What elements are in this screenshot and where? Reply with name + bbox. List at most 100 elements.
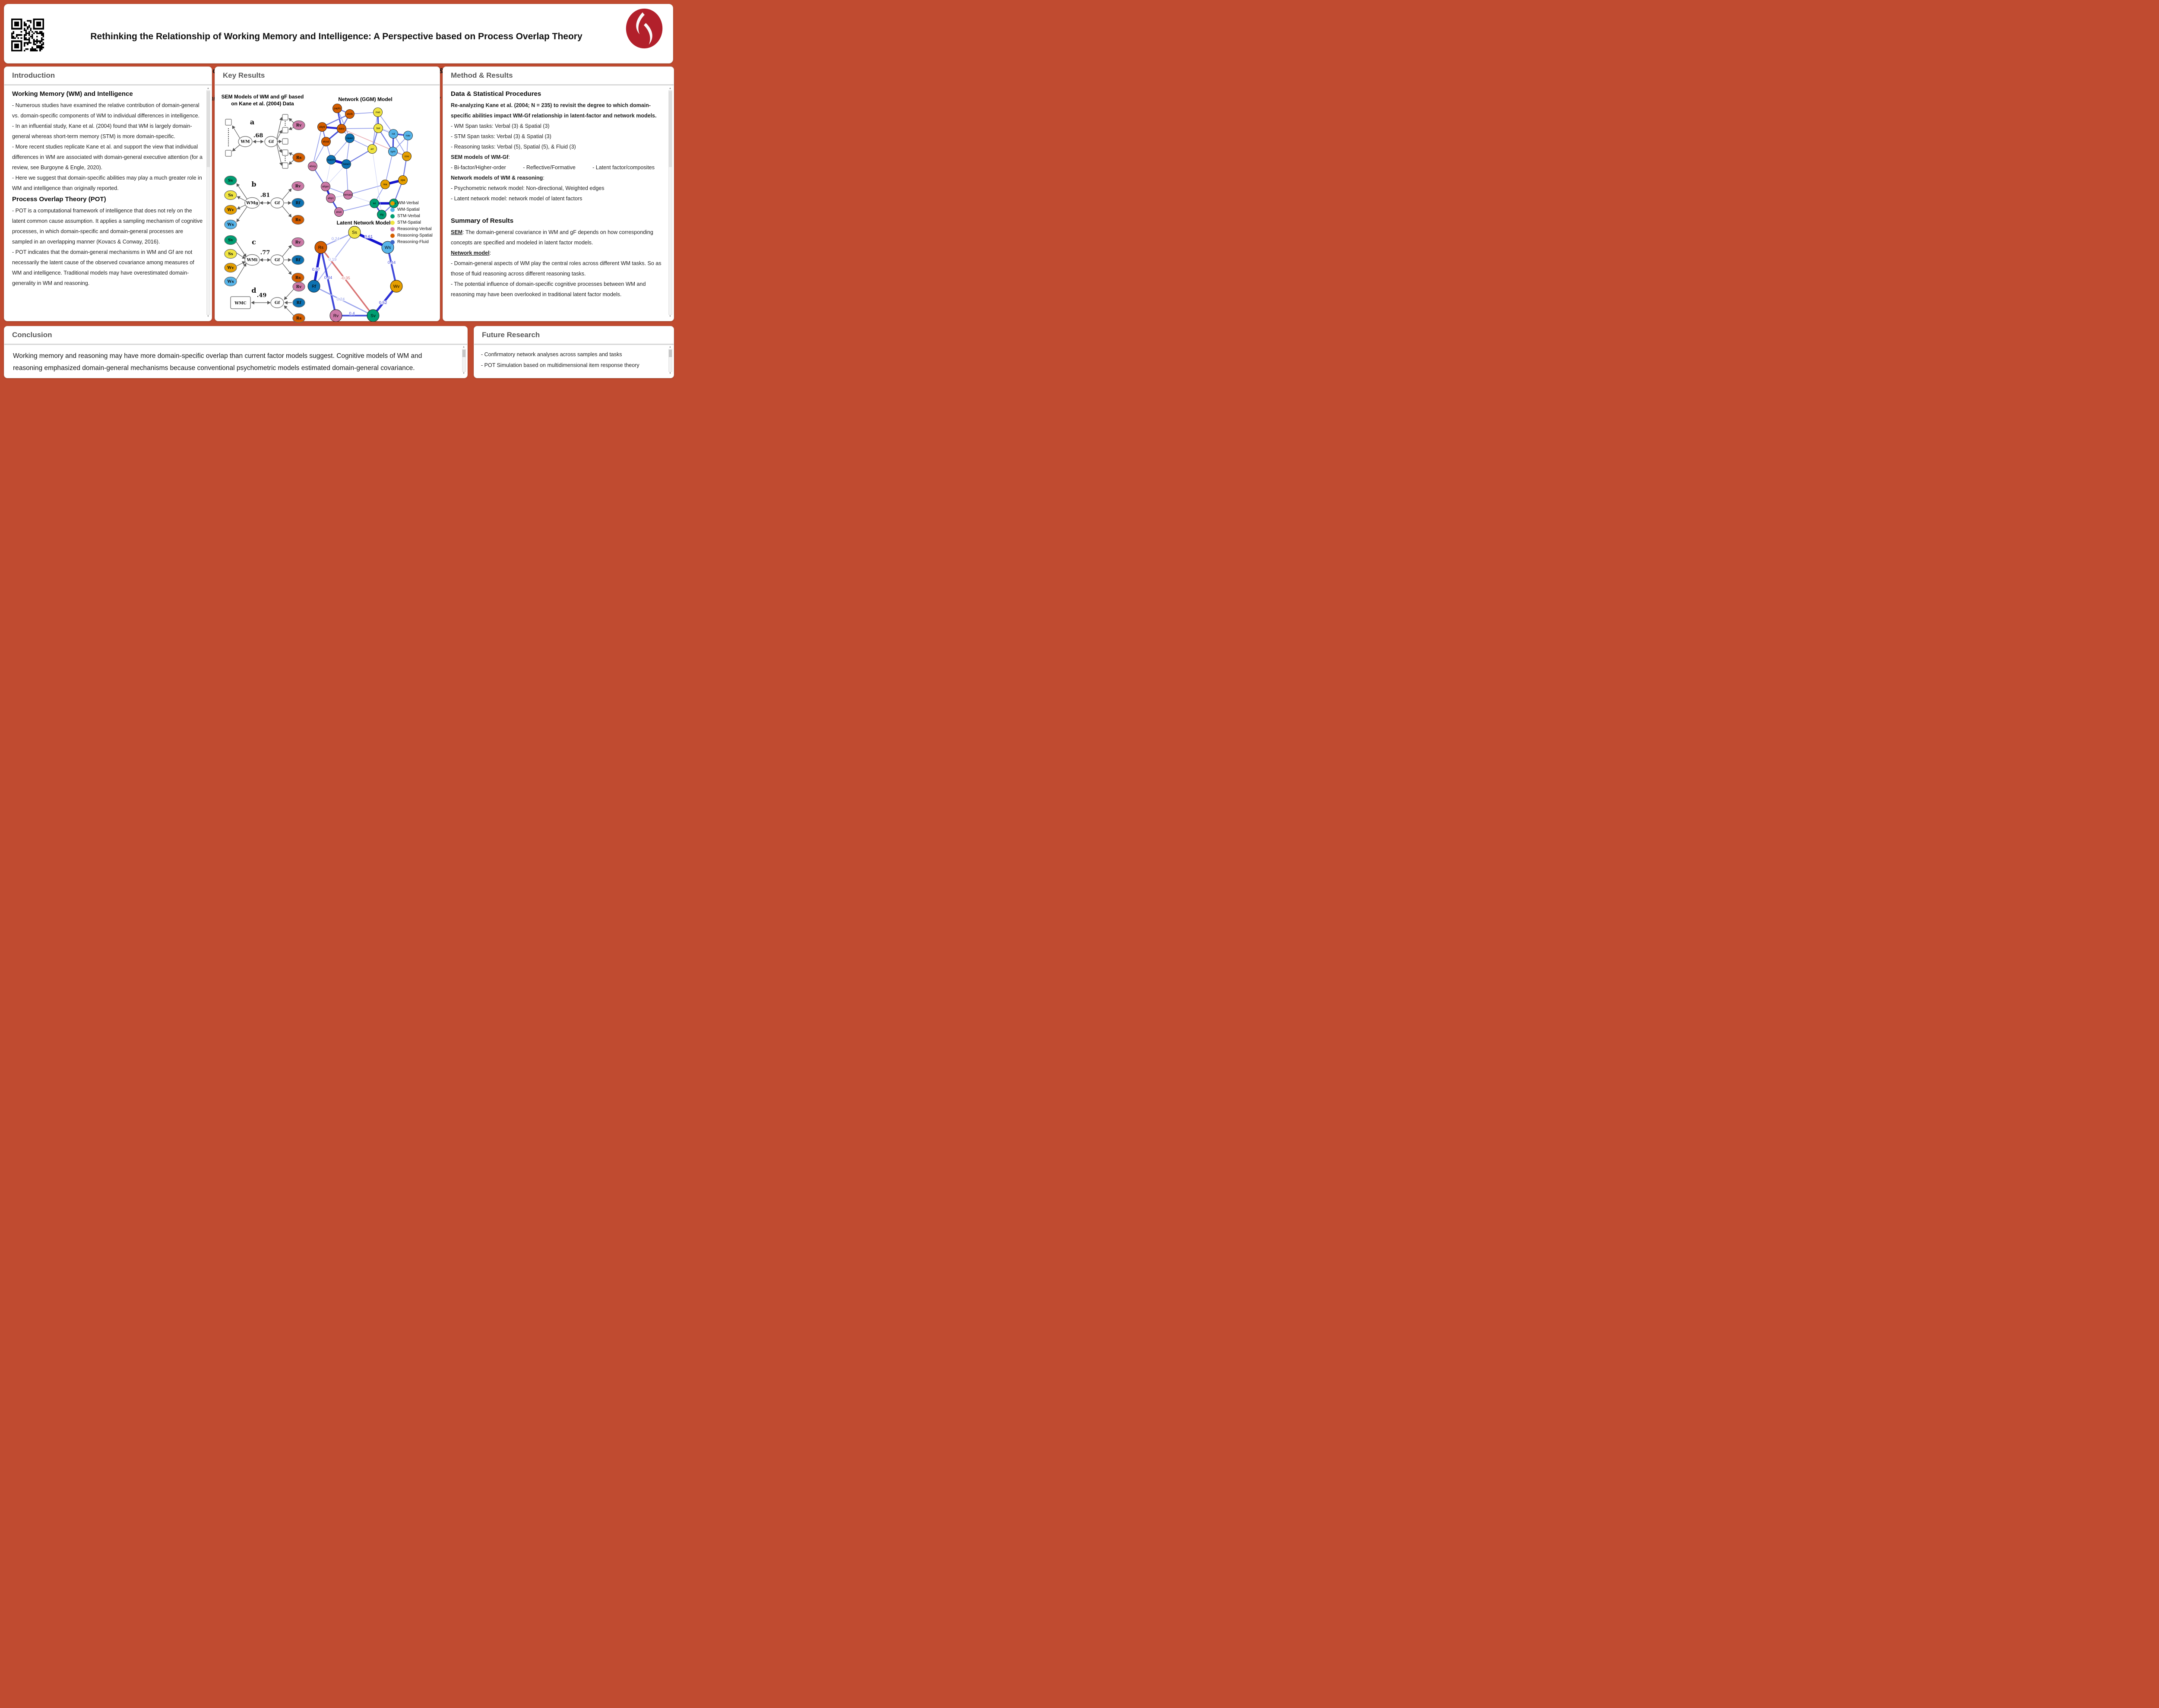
scrollbar-thumb[interactable] <box>668 350 672 357</box>
svg-text:Wv: Wv <box>227 208 234 212</box>
scrollbar-thumb[interactable] <box>668 91 672 168</box>
svg-text:0.44: 0.44 <box>388 260 396 265</box>
scrollbar-track[interactable] <box>462 349 466 372</box>
svg-text:remass: remass <box>344 193 353 196</box>
panel-title-introduction: Introduction <box>12 71 55 79</box>
scroll-up-icon[interactable]: ▲ <box>207 87 209 90</box>
svg-text:Wv: Wv <box>393 285 399 289</box>
ggm-figure-title: Network (GGM) Model <box>338 96 393 102</box>
svg-text:nav: nav <box>406 134 411 137</box>
svg-text:papfo: papfo <box>334 107 341 110</box>
scrollbar-track[interactable] <box>668 349 672 372</box>
legend-label: Reasoning-Fluid <box>397 240 429 244</box>
scrollbar-track[interactable] <box>206 90 210 315</box>
svg-text:Rs: Rs <box>296 156 302 160</box>
text-block: - Here we suggest that domain-specific a… <box>12 175 202 191</box>
scroll-down-icon[interactable]: ▼ <box>669 315 671 318</box>
text-block: Network models of WM & reasoning: <box>451 175 544 181</box>
divider <box>4 344 467 345</box>
divider <box>474 344 674 345</box>
svg-text:Rv: Rv <box>296 285 302 289</box>
svg-text:dig: dig <box>380 213 384 216</box>
svg-text:ope: ope <box>401 179 405 182</box>
svg-text:Ws: Ws <box>385 246 391 250</box>
svg-text:etssy: etssy <box>310 165 317 168</box>
svg-text:rot: rot <box>392 133 395 136</box>
introduction-scrollbar[interactable]: ▲ ▼ <box>206 87 210 318</box>
panel-introduction: Introduction Working Memory (WM) and Int… <box>4 66 212 321</box>
introduction-content: Working Memory (WM) and Intelligence- Nu… <box>4 85 206 320</box>
scrollbar-thumb[interactable] <box>206 91 210 168</box>
future-research-content: - Confirmatory network analyses across s… <box>474 345 668 377</box>
scroll-up-icon[interactable]: ▲ <box>462 346 465 348</box>
scroll-down-icon[interactable]: ▼ <box>669 372 671 375</box>
text-block: - Domain-general aspects of WM play the … <box>451 260 662 277</box>
conclusion-scrollbar[interactable]: ▲ ▼ <box>462 345 466 375</box>
legend-dot-icon <box>390 240 395 244</box>
text-block: - POT Simulation based on multidimension… <box>481 362 639 368</box>
svg-text:Rf: Rf <box>295 258 301 263</box>
svg-text:let: let <box>373 202 376 205</box>
text-block: - POT indicates that the domain-general … <box>12 249 194 286</box>
svg-text:Rv: Rv <box>295 240 301 245</box>
panel-method-results: Method & Results Data & Statistical Proc… <box>443 66 674 321</box>
scrollbar-track[interactable] <box>668 90 672 315</box>
header-card: Rethinking the Relationship of Working M… <box>4 4 673 102</box>
svg-text:.68: .68 <box>253 133 263 139</box>
text-block: Re-analyzing Kane et al. (2004; N = 235)… <box>451 102 657 119</box>
svg-text:afqrb: afqrb <box>319 126 326 129</box>
legend-item: Reasoning-Spatial <box>390 232 433 239</box>
scroll-up-icon[interactable]: ▲ <box>669 87 671 90</box>
svg-text:Rf: Rf <box>296 301 301 305</box>
svg-text:Gf: Gf <box>275 201 280 206</box>
legend-item: Reasoning-Fluid <box>390 239 433 245</box>
text-block: - In an influential study, Kane et al. (… <box>12 123 192 139</box>
divider <box>443 84 674 85</box>
svg-text:Sv: Sv <box>228 238 233 243</box>
flame-logo-icon <box>626 8 663 49</box>
legend-dot-icon <box>390 214 395 218</box>
text-block: - Reasoning tasks: Verbal (5), Spatial (… <box>451 144 576 150</box>
svg-text:Rs: Rs <box>295 218 301 222</box>
scroll-down-icon[interactable]: ▼ <box>207 315 209 318</box>
svg-text:Wv: Wv <box>227 266 234 270</box>
svg-text:cou: cou <box>405 155 409 158</box>
legend-label: Reasoning-Verbal <box>397 227 432 231</box>
legend-item: STM-Verbal <box>390 213 433 219</box>
svg-text:b: b <box>251 180 256 188</box>
text-block: - Psychometric network model: Non-direct… <box>451 185 605 191</box>
poster-title: Rethinking the Relationship of Working M… <box>90 32 582 41</box>
panel-conclusion: Conclusion Working memory and reasoning … <box>4 326 468 378</box>
qr-code <box>11 19 44 51</box>
legend-item: WM-Verbal <box>390 200 433 206</box>
svg-text:WMC: WMC <box>234 301 246 306</box>
svg-text:Gf: Gf <box>275 300 280 305</box>
svg-text:etsfb: etsfb <box>347 113 353 116</box>
svg-text:etsin: etsin <box>336 211 342 214</box>
svg-text:Rs: Rs <box>296 316 302 321</box>
scroll-down-icon[interactable]: ▼ <box>462 372 465 375</box>
text-block: - The potential influence of domain-spec… <box>451 281 646 297</box>
svg-text:WMi: WMi <box>247 258 258 263</box>
text-block: - Confirmatory network analyses across s… <box>481 351 622 357</box>
svg-text:Ss: Ss <box>352 231 357 235</box>
svg-text:datsr: datsr <box>339 127 345 130</box>
svg-text:0.44: 0.44 <box>324 275 332 280</box>
method-scrollbar[interactable]: ▲ ▼ <box>668 87 672 318</box>
text-block: Process Overlap Theory (POT) <box>12 196 106 203</box>
svg-text:Ws: Ws <box>227 280 234 284</box>
scroll-up-icon[interactable]: ▲ <box>669 346 671 348</box>
future-scrollbar[interactable]: ▲ ▼ <box>668 345 672 375</box>
text-block: - More recent studies replicate Kane et … <box>12 144 203 171</box>
svg-text:bal: bal <box>377 127 380 130</box>
svg-text:wasim: wasim <box>327 158 335 161</box>
svg-text:Gf: Gf <box>275 258 280 263</box>
text-block: - Numerous studies have examined the rel… <box>12 102 200 119</box>
legend-label: STM-Verbal <box>397 214 420 218</box>
legend-label: WM-Spatial <box>397 207 420 212</box>
text-block: - Bi-factor/Higher-order- Reflective/For… <box>451 164 655 171</box>
scrollbar-thumb[interactable] <box>462 350 465 357</box>
divider <box>4 84 212 85</box>
